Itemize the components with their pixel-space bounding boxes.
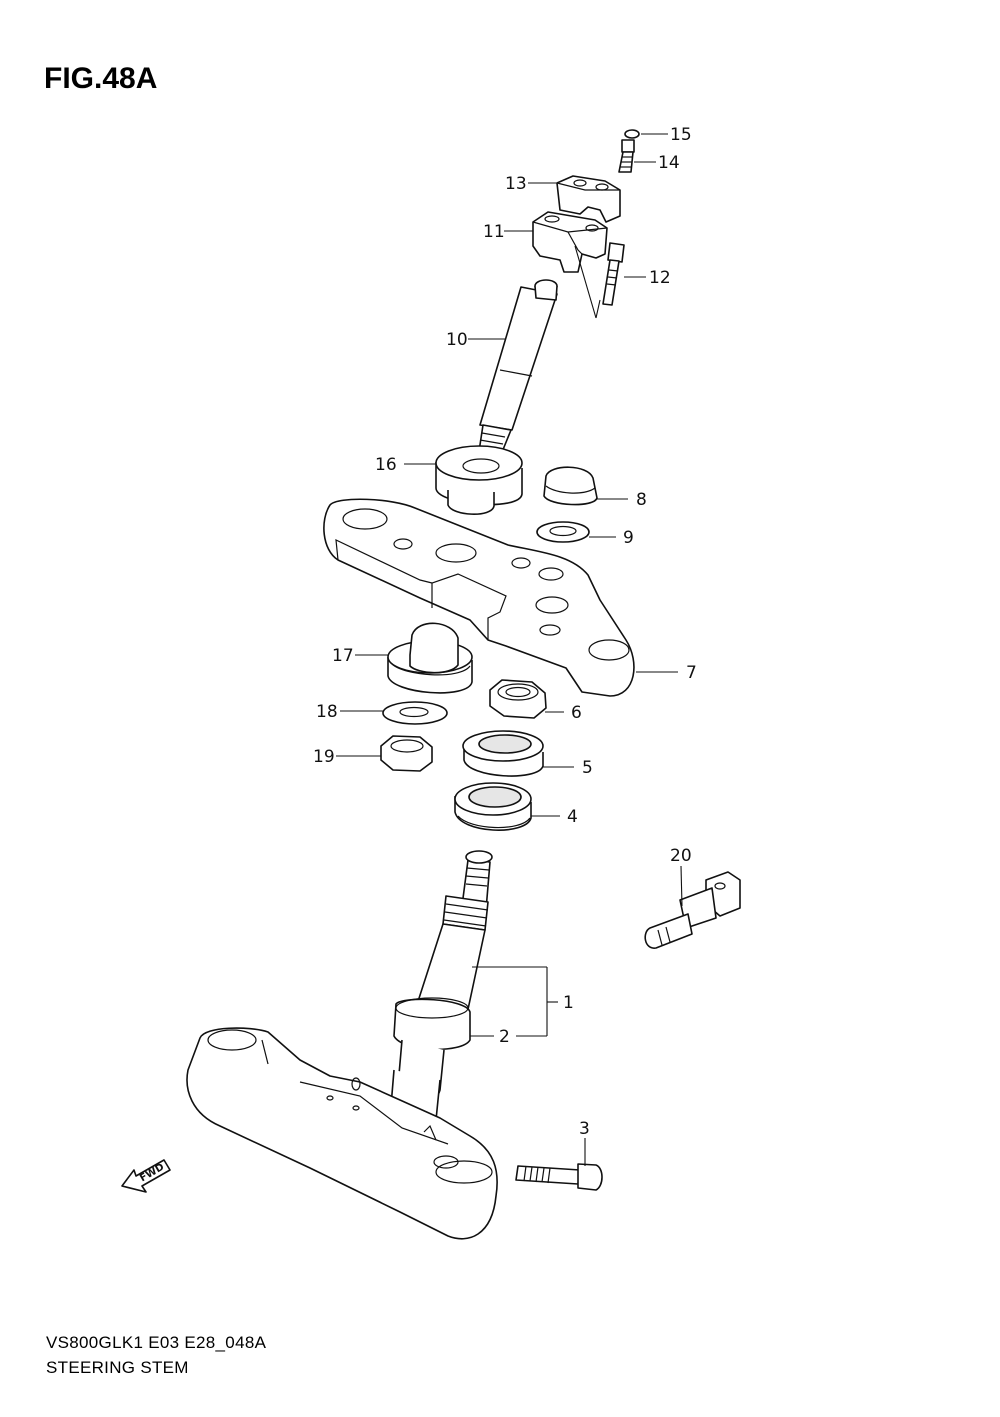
part-17-cover (387, 622, 473, 694)
part-9-washer (536, 521, 590, 543)
part-19-nut (380, 735, 433, 772)
part-4-bearing (454, 782, 532, 831)
part-15-oring (624, 129, 640, 139)
part-12-bolt (602, 242, 625, 306)
part-20-steering-lock (644, 871, 741, 949)
callout-11: 11 (483, 222, 505, 242)
callout-3: 3 (579, 1119, 590, 1139)
part-18-washer (382, 701, 448, 725)
part-8-cap-nut (543, 466, 598, 506)
callout-6: 6 (571, 703, 582, 723)
callout-4: 4 (567, 807, 578, 827)
callout-20: 20 (670, 846, 692, 866)
callout-14: 14 (658, 153, 680, 173)
callout-18: 18 (316, 702, 338, 722)
part-13-holder-upper (556, 175, 621, 223)
part-6-nut (489, 679, 547, 719)
callout-2: 2 (499, 1027, 510, 1047)
callout-16: 16 (375, 455, 397, 475)
callout-labels: 15 14 13 11 12 10 16 8 9 17 7 18 6 19 5 … (313, 125, 697, 1139)
part-1-lower-bracket (186, 1027, 498, 1240)
callout-8: 8 (636, 490, 647, 510)
callout-5: 5 (582, 758, 593, 778)
callout-13: 13 (505, 174, 527, 194)
callout-1: 1 (563, 993, 574, 1013)
fwd-direction-arrow: FWD (121, 1159, 171, 1193)
callout-9: 9 (623, 528, 634, 548)
part-16-stem-nut (435, 445, 523, 515)
part-7-upper-bracket (323, 498, 635, 697)
callout-10: 10 (446, 330, 468, 350)
callout-12: 12 (649, 268, 671, 288)
leader-lines (336, 133, 683, 1166)
callout-15: 15 (670, 125, 692, 145)
callout-7: 7 (686, 663, 697, 683)
figure-code: VS800GLK1 E03 E28_048A (46, 1333, 267, 1352)
part-11-holder-lower (532, 211, 608, 319)
figure-name: STEERING STEM (46, 1358, 189, 1377)
part-1-steering-stem (389, 850, 493, 1132)
part-14-bolt (618, 139, 635, 173)
callout-19: 19 (313, 747, 335, 767)
callout-17: 17 (332, 646, 354, 666)
part-5-dust-seal (462, 730, 544, 777)
figure-title: FIG.48A (44, 62, 158, 95)
part-3-bolt (515, 1163, 603, 1191)
part-10-stem-tube (477, 279, 558, 463)
